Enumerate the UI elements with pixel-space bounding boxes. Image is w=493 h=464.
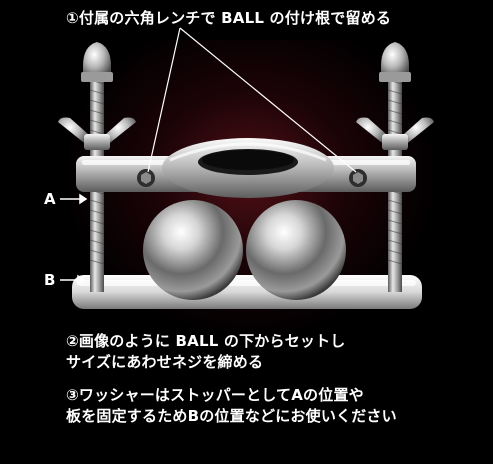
instruction-3-line-2: 板を固定するためBの位置などにお使いください	[66, 407, 397, 425]
left-acorn-nut-icon	[81, 42, 113, 82]
instruction-1: ①付属の六角レンチで BALL の付け根で留める	[66, 9, 392, 27]
instruction-3-line-1: ③ワッシャーはストッパーとしてAの位置や	[66, 386, 364, 404]
marker-b-arrow-icon	[60, 274, 86, 286]
base-plate	[72, 275, 422, 309]
marker-b-label: B	[44, 271, 56, 289]
right-wing-nut-icon	[356, 117, 434, 150]
right-hex-screw-icon	[349, 169, 367, 187]
marker-a-arrow-icon	[60, 193, 88, 205]
instruction-2-line-1: ②画像のように BALL の下からセットし	[66, 332, 346, 350]
callout-lines	[147, 27, 357, 173]
left-hex-screw-icon	[137, 169, 155, 187]
right-acorn-nut-icon	[379, 42, 411, 82]
top-ring	[162, 138, 334, 198]
left-wing-nut-icon	[58, 117, 136, 150]
marker-a-label: A	[44, 190, 56, 208]
left-ball	[143, 200, 243, 300]
right-ball	[246, 200, 346, 300]
instruction-2-line-2: サイズにあわせネジを締める	[66, 353, 264, 371]
